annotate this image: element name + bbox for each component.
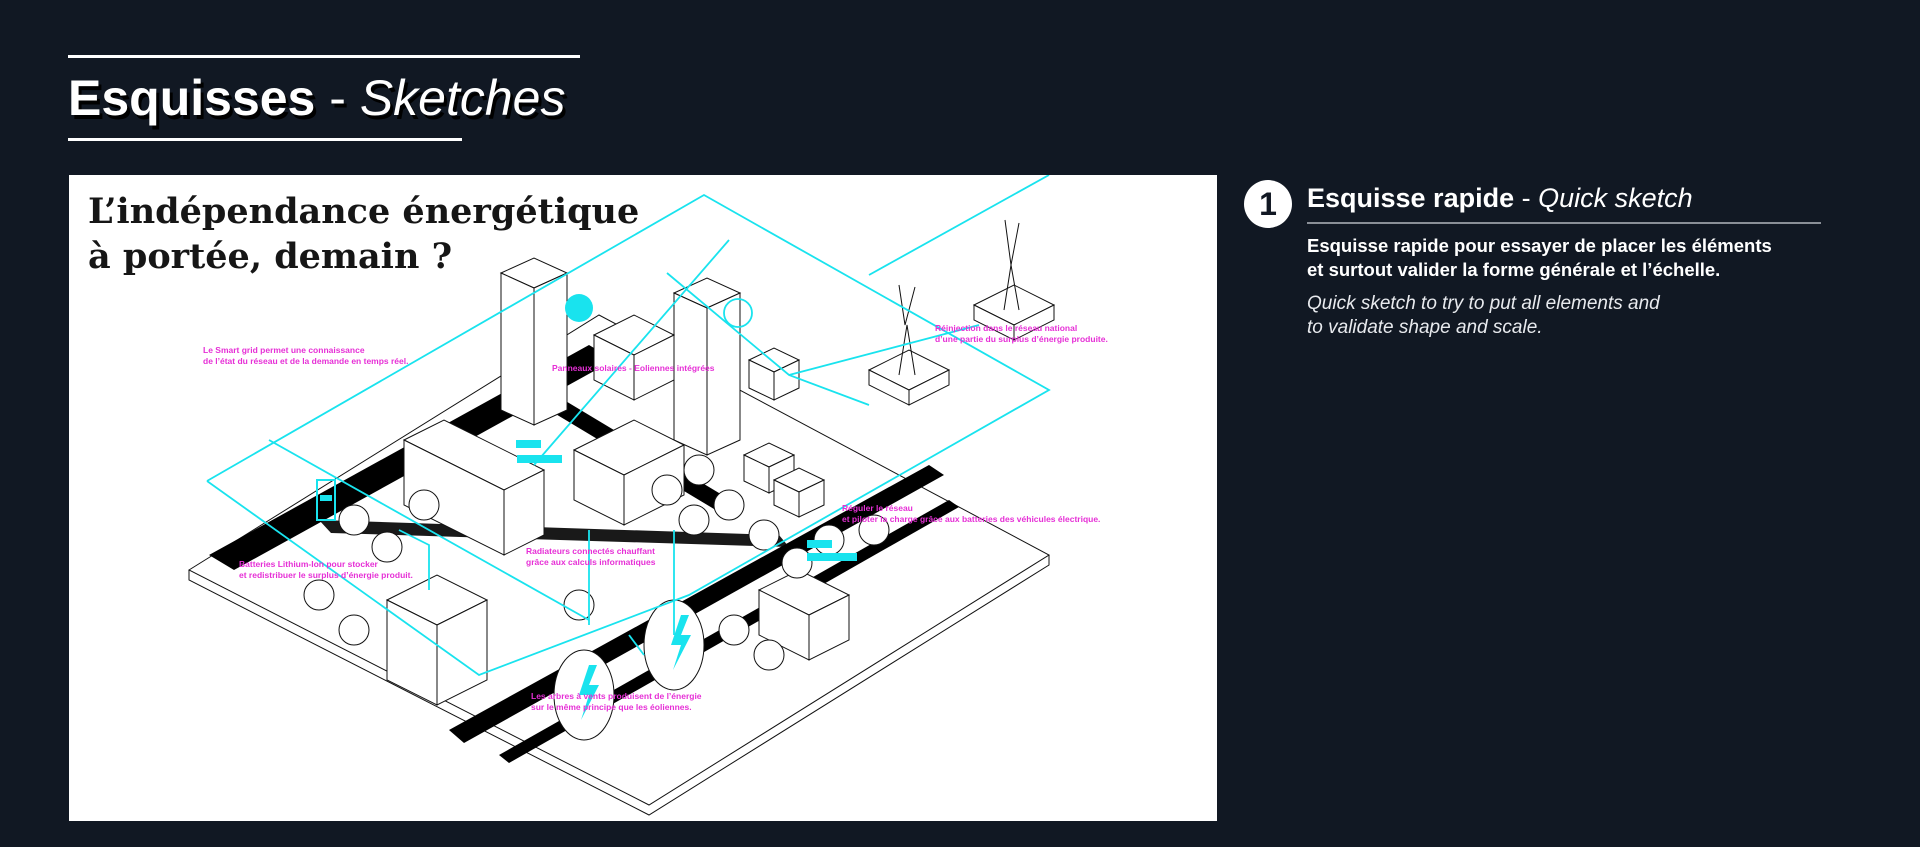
annotation-wind-trees-2: sur le même principe que les éoliennes. [531,702,692,712]
step-divider [1307,222,1821,224]
page-title: Esquisses - Sketches [68,70,566,126]
step-number-badge: 1 [1244,180,1292,228]
ev-battery-1 [807,540,832,548]
annotation-batteries-1: Batteries Lithium-Ion pour stocker [239,559,379,569]
bolt-2 [671,615,691,670]
road-mid [319,520,789,547]
annotation-batteries-2: et redistribuer le surplus d’énergie pro… [239,570,413,580]
annotation-reinjection-1: Réinjection dans le réseau national [935,323,1077,333]
description-english: Quick sketch to try to put all elements … [1307,293,1660,338]
annotation-regulate-1: Réguler le réseau [842,503,913,513]
annotation-smart-grid-2: de l’état du réseau et de la demande en … [203,356,409,366]
sketch-image: Le Smart grid permet une connaissance de… [69,175,1217,821]
description-french: Esquisse rapide pour essayer de placer l… [1307,235,1772,280]
grid-network-outline [206,193,1051,677]
annotation-regulate-2: et piloter la charge grâce aux batteries… [842,514,1100,524]
base-platform-edge [188,555,1050,816]
title-rule-bottom [68,138,462,141]
solar-sun [565,294,593,322]
annotation-wind-trees-1: Les arbres à vents produisent de l’énerg… [531,691,702,701]
sketch-heading: L’indépendance énergétique à portée, dem… [88,191,640,277]
bolt-1 [579,665,599,720]
title-rule-top [68,55,580,58]
solar-panel-2 [517,455,562,463]
solar-panel-1 [516,440,541,448]
annotation-radiators-1: Radiateurs connectés chauffant [526,546,655,556]
battery-storage [316,479,336,521]
annotation-radiators-2: grâce aux calculs informatiques [526,557,656,567]
ev-battery-2 [807,553,857,561]
annotation-reinjection-2: d’une partie du surplus d’énergie produi… [935,334,1108,344]
isometric-city-drawing: Le Smart grid permet une connaissance de… [187,175,1108,816]
annotation-smart-grid-1: Le Smart grid permet une connaissance [203,345,365,355]
annotation-solar: Panneaux solaires - Eoliennes intégrées [552,363,715,373]
step-title: Esquisse rapide - Quick sketch [1307,183,1693,213]
